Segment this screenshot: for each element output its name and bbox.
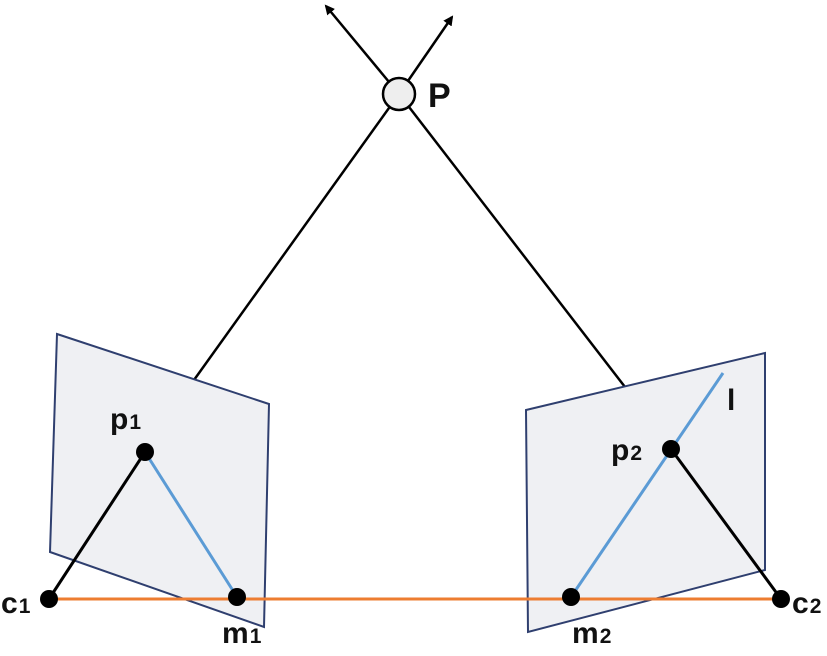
- point-c2: [772, 590, 790, 608]
- label-p1: p1: [110, 403, 141, 436]
- label-c1: c1: [1, 587, 31, 620]
- point-m1: [228, 588, 246, 606]
- label-P: P: [428, 77, 451, 115]
- ray-c1-p1: [47, 451, 147, 600]
- point-p2: [662, 440, 680, 458]
- label-m2: m2: [572, 617, 611, 650]
- label-m1: m1: [222, 617, 262, 650]
- point-p1: [136, 443, 154, 461]
- world-point-P: [381, 76, 417, 112]
- right-image-plane: [524, 351, 766, 634]
- ray-up-left: [324, 4, 400, 95]
- label-c2: c2: [792, 587, 821, 620]
- label-l: l: [727, 384, 735, 417]
- ray-to-right-plane: [398, 93, 626, 388]
- point-c1: [40, 590, 58, 608]
- ray-c2-p2: [669, 448, 783, 600]
- ray-to-left-plane: [192, 93, 401, 381]
- label-p2: p2: [611, 434, 642, 467]
- point-m2: [562, 588, 580, 606]
- epipolar-line-left: [143, 451, 239, 598]
- epipolar-line-right: [569, 372, 725, 598]
- left-image-plane: [48, 332, 271, 629]
